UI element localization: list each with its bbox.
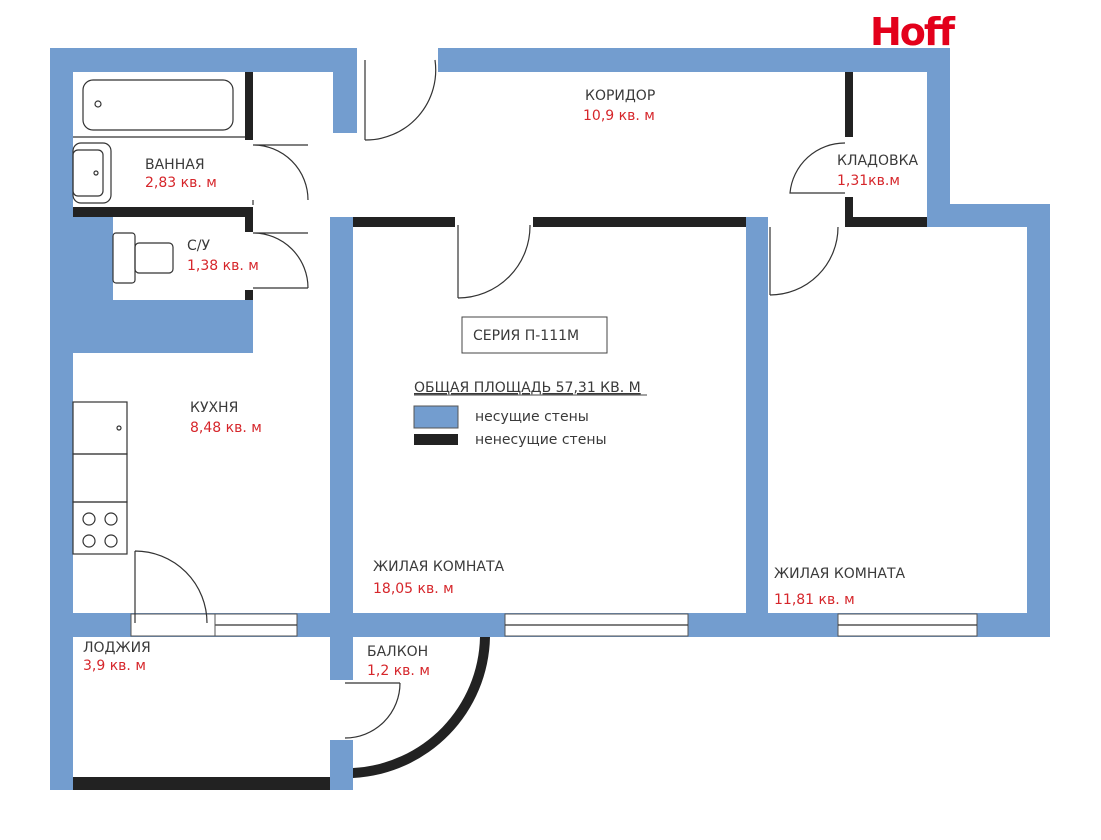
total-area: ОБЩАЯ ПЛОЩАДЬ 57,31 КВ. М bbox=[414, 380, 641, 396]
legend-label-non-load-bearing: ненесущие стены bbox=[475, 432, 607, 448]
room-name-living-room-2: ЖИЛАЯ КОМНАТА bbox=[774, 566, 906, 582]
legend-label-load-bearing: несущие стены bbox=[475, 409, 589, 425]
hoff-logo: Hoff bbox=[870, 10, 955, 54]
series-box bbox=[461, 316, 608, 354]
room-name-storage: КЛАДОВКА bbox=[837, 153, 919, 169]
room-area-storage: 1,31кв.м bbox=[837, 173, 900, 189]
legend-swatch-load-bearing bbox=[413, 405, 459, 429]
room-name-kitchen: КУХНЯ bbox=[190, 400, 238, 416]
room-name-corridor: КОРИДОР bbox=[585, 88, 655, 104]
fixtures bbox=[72, 79, 245, 555]
room-name-balcony: БАЛКОН bbox=[367, 644, 428, 660]
non-load-bearing-walls bbox=[73, 72, 927, 790]
room-name-living-room-1: ЖИЛАЯ КОМНАТА bbox=[373, 559, 505, 575]
room-area-balcony: 1,2 кв. м bbox=[367, 663, 430, 679]
doors bbox=[134, 59, 846, 739]
room-area-kitchen: 8,48 кв. м bbox=[190, 420, 262, 436]
room-area-corridor: 10,9 кв. м bbox=[583, 108, 655, 124]
windows bbox=[130, 613, 978, 637]
room-area-toilet: 1,38 кв. м bbox=[187, 258, 259, 274]
room-area-bathroom: 2,83 кв. м bbox=[145, 175, 217, 191]
room-name-loggia: ЛОДЖИЯ bbox=[83, 640, 151, 656]
room-name-toilet: С/У bbox=[187, 238, 210, 254]
legend-swatch-non-load-bearing bbox=[414, 434, 458, 445]
series-label: СЕРИЯ П-111М bbox=[473, 328, 579, 344]
room-area-living-room-2: 11,81 кв. м bbox=[774, 592, 855, 608]
room-area-living-room-1: 18,05 кв. м bbox=[373, 581, 454, 597]
room-area-loggia: 3,9 кв. м bbox=[83, 658, 146, 674]
room-name-bathroom: ВАННАЯ bbox=[145, 157, 205, 173]
